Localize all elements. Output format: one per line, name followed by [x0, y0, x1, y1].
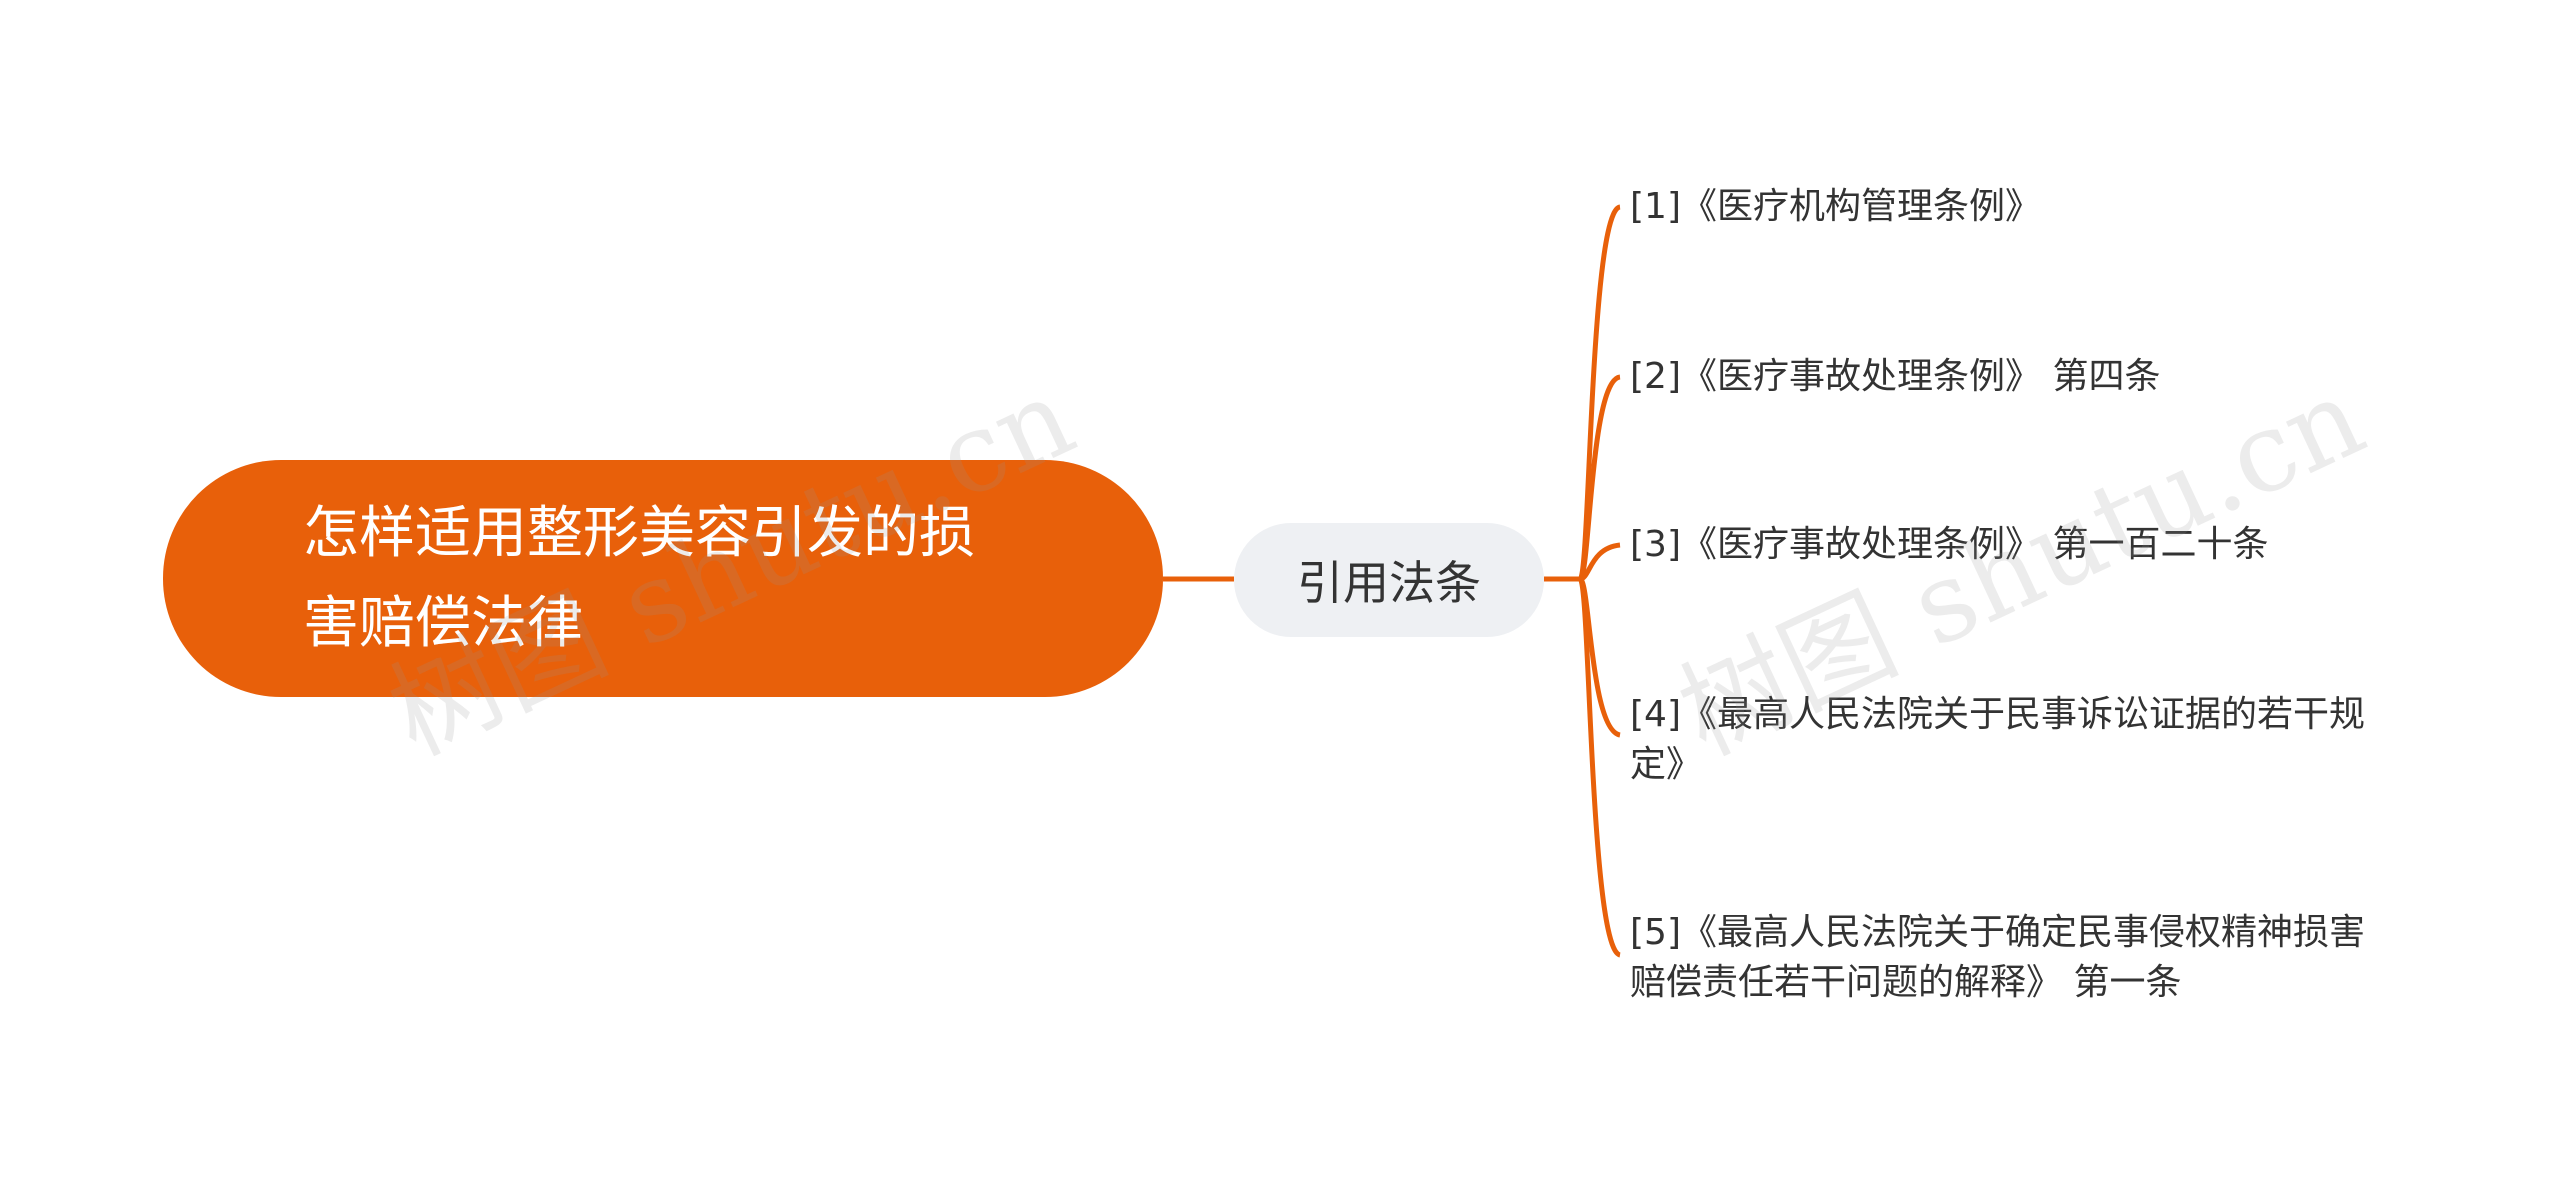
- leaf-node-1[interactable]: [1]《医疗机构管理条例》: [1630, 182, 2390, 232]
- leaf-node-3[interactable]: [3]《医疗事故处理条例》 第一百二十条: [1630, 520, 2390, 570]
- leaf-node-label: [2]《医疗事故处理条例》 第四条: [1630, 356, 2161, 397]
- leaf-node-label: [4]《最高人民法院关于民事诉讼证据的若干规定》: [1630, 694, 2365, 785]
- leaf-node-label: [1]《医疗机构管理条例》: [1630, 186, 2041, 227]
- leaf-node-label: [3]《医疗事故处理条例》 第一百二十条: [1630, 524, 2269, 565]
- leaf-node-label: [5]《最高人民法院关于确定民事侵权精神损害赔偿责任若干问题的解释》 第一条: [1630, 912, 2365, 1003]
- leaf-node-4[interactable]: [4]《最高人民法院关于民事诉讼证据的若干规定》: [1630, 690, 2390, 790]
- branch-node-label: 引用法条: [1297, 556, 1481, 610]
- leaf-connector-2: [1577, 374, 1622, 582]
- leaf-connector-5: [1577, 576, 1622, 958]
- branch-node[interactable]: 引用法条: [1234, 523, 1544, 637]
- root-node[interactable]: 怎样适用整形美容引发的损害赔偿法律: [163, 460, 1163, 697]
- leaf-node-2[interactable]: [2]《医疗事故处理条例》 第四条: [1630, 352, 2390, 402]
- leaf-node-5[interactable]: [5]《最高人民法院关于确定民事侵权精神损害赔偿责任若干问题的解释》 第一条: [1630, 908, 2390, 1008]
- root-node-label: 怎样适用整形美容引发的损害赔偿法律: [303, 500, 975, 656]
